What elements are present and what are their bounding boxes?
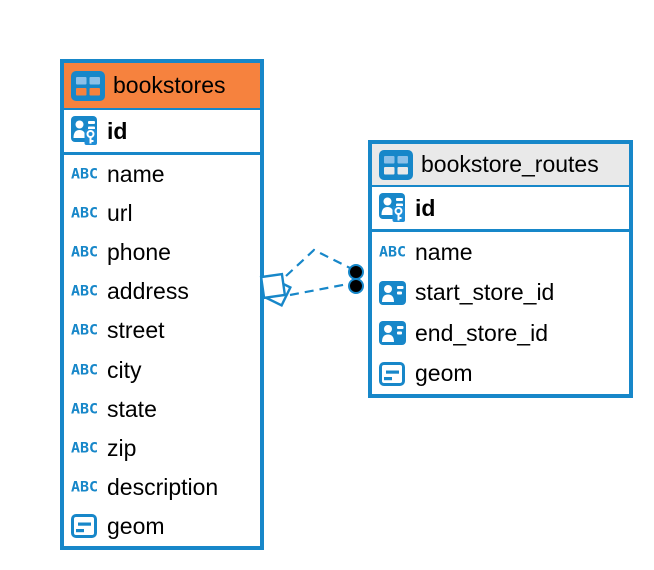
column-row-end-store-id[interactable]: end_store_id	[372, 313, 629, 354]
column-row-start-store-id[interactable]: start_store_id	[372, 272, 629, 313]
geometry-type-icon	[71, 514, 101, 539]
text-type-icon: ABC	[71, 439, 99, 457]
column-row-address[interactable]: ABC address	[64, 272, 260, 312]
table-icon	[379, 149, 413, 180]
column-label: street	[107, 317, 165, 344]
column-list: ABC name ABC url ABC phone ABC address A…	[64, 155, 260, 546]
column-row-name[interactable]: ABC name	[64, 155, 260, 195]
text-type-icon: ABC	[71, 243, 99, 261]
pk-column-label: id	[415, 194, 436, 221]
column-row-state[interactable]: ABC state	[64, 389, 260, 429]
column-row-street[interactable]: ABC street	[64, 311, 260, 351]
table-title: bookstores	[113, 72, 226, 98]
column-label: city	[107, 356, 142, 383]
column-label: state	[107, 395, 157, 422]
geometry-type-icon	[379, 361, 409, 386]
column-row-description[interactable]: ABC description	[64, 467, 260, 507]
column-list: ABC name start_store_id	[372, 232, 629, 394]
person-reference-icon	[379, 321, 409, 346]
stacked-squares-marker	[259, 272, 292, 307]
column-row-geom[interactable]: geom	[64, 506, 260, 546]
column-label: name	[415, 238, 473, 265]
text-type-icon: ABC	[71, 165, 99, 183]
text-type-icon: ABC	[379, 243, 407, 261]
relationship-connector[interactable]	[259, 248, 364, 307]
column-label: url	[107, 200, 133, 227]
text-type-icon: ABC	[71, 400, 99, 417]
column-label: end_store_id	[415, 319, 548, 346]
column-row-city[interactable]: ABC city	[64, 350, 260, 390]
table-header-bookstore-routes[interactable]: bookstore_routes	[372, 144, 629, 187]
table-bookstores[interactable]: bookstores id ABC na	[60, 59, 264, 550]
column-label: geom	[107, 512, 165, 539]
person-reference-icon	[379, 280, 409, 305]
text-type-icon: ABC	[71, 204, 99, 222]
person-key-icon	[379, 192, 409, 224]
table-bookstore-routes[interactable]: bookstore_routes id ABC	[368, 140, 633, 398]
pk-row-bookstores-id[interactable]: id	[64, 110, 260, 155]
pk-row-bookstore-routes-id[interactable]: id	[372, 187, 629, 232]
column-label: name	[107, 161, 165, 188]
column-row-phone[interactable]: ABC phone	[64, 233, 260, 273]
column-label: description	[107, 473, 219, 500]
column-row-name[interactable]: ABC name	[372, 232, 629, 273]
text-type-icon: ABC	[71, 361, 99, 378]
text-type-icon: ABC	[71, 283, 99, 300]
column-label: phone	[107, 239, 171, 266]
text-type-icon: ABC	[71, 478, 99, 496]
relationship-line-lower[interactable]	[289, 282, 349, 297]
table-header-bookstores[interactable]: bookstores	[64, 63, 260, 110]
column-row-zip[interactable]: ABC zip	[64, 428, 260, 468]
column-label: start_store_id	[415, 279, 555, 306]
relationship-line-upper[interactable]	[285, 248, 351, 277]
column-label: zip	[107, 434, 137, 461]
pk-column-label: id	[107, 117, 128, 144]
person-key-icon	[71, 115, 101, 147]
text-type-icon: ABC	[71, 322, 99, 339]
table-title: bookstore_routes	[421, 151, 599, 177]
column-row-geom[interactable]: geom	[372, 353, 629, 394]
double-dot-marker	[348, 264, 364, 294]
column-label: geom	[415, 360, 473, 387]
table-icon	[71, 70, 105, 101]
column-row-url[interactable]: ABC url	[64, 194, 260, 234]
column-label: address	[107, 278, 189, 305]
